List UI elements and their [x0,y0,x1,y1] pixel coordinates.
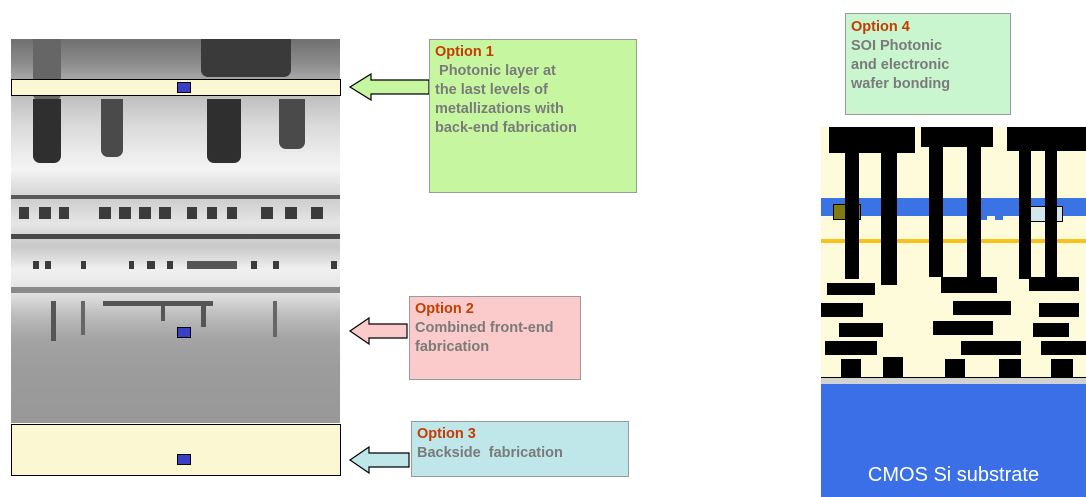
metal-line [933,321,993,335]
metal-line [961,341,1021,355]
option-3-title: Option 3 [417,426,476,442]
cmos-cross-section-micrograph [11,39,340,423]
metal-line [821,303,863,317]
metal-block [187,261,237,269]
metal-line [1039,303,1079,317]
option-3-callout: Option 3 Backside fabrication [411,421,629,477]
metal-via [1019,149,1031,279]
waveguide-notch [995,215,1003,220]
metal-block [147,261,155,269]
metal-block [273,261,279,269]
metal-block [51,301,56,341]
option-4-desc-line: wafer bonding [851,76,951,92]
option-2-desc-line: fabrication [415,339,490,355]
option-3-desc-line: Backside fabrication [417,445,563,461]
option-1-desc-line: Photonic layer at [435,63,556,79]
option-1-desc-line: the last levels of [435,82,548,98]
metal-block [201,301,206,327]
photonic-device-marker [177,454,191,465]
metal-block [99,207,111,219]
metal-via [881,151,897,285]
metal-line [999,359,1021,377]
metal-block [159,207,171,219]
device-layer [821,377,1086,384]
metal-block [39,207,51,219]
via [207,99,241,163]
top-metal [829,127,915,153]
metal-block [129,261,134,269]
metal-block [33,261,39,269]
option-4-desc-line: SOI Photonic [851,38,943,54]
metal-via [967,145,981,277]
option-1-title: Option 1 [435,44,494,60]
option-2-desc-line: Combined front-end [415,320,554,336]
arrow-option-2 [348,316,408,346]
photonic-device-marker [177,82,191,93]
metal-line [1029,277,1079,291]
option-2-callout: Option 2 Combined front-end fabrication [409,296,581,380]
metal-line [11,234,340,239]
via [101,99,123,157]
metal-block [261,207,273,219]
option-1-callout: Option 1 Photonic layer at the last leve… [429,39,637,193]
metal-via [1045,149,1057,277]
metal-line [953,301,1011,315]
metal-block [273,301,277,337]
metal-block [139,207,151,219]
metal-line [841,359,861,377]
metal-line [839,323,883,337]
top-crop-edge [0,0,1086,3]
option-4-callout: Option 4 SOI Photonic and electronic waf… [845,13,1011,115]
photonic-layer-option-1 [11,79,341,96]
option-1-desc-line: metallizations with [435,101,564,117]
via [33,99,61,163]
metal-block [207,207,217,219]
metal-block [161,301,165,321]
metal-block [119,207,131,219]
metal-line [1041,341,1086,355]
metal-line [825,341,877,355]
waveguide-notch [979,215,987,220]
option-4-desc-line: and electronic [851,57,950,73]
top-metal [1007,127,1086,151]
photonic-device-marker [177,327,191,338]
metal-block [103,301,213,306]
bonding-interface [821,239,1086,243]
metal-line [11,287,340,293]
metal-line [945,359,965,377]
metal-via [929,145,943,277]
metal-via [845,151,859,279]
metal-block [285,207,297,219]
substrate [821,384,1086,497]
metal-block [167,261,173,269]
metal-line [941,277,997,293]
soi-bonding-schematic: CMOS Si substrate [821,127,1086,497]
metal-block [187,207,197,219]
arrow-option-1 [348,72,430,102]
option-2-title: Option 2 [415,301,474,317]
metal-block [81,301,85,335]
metal-block [331,261,337,269]
metal-block [19,207,29,219]
metal-block [45,261,51,269]
metal-line [1033,323,1069,337]
metal-block [227,207,237,219]
metal-line [1051,359,1073,377]
metal-block [59,207,69,219]
arrow-option-3 [348,445,410,475]
top-metal [921,127,993,147]
metal-block [81,261,86,269]
via [201,39,291,77]
substrate-label: CMOS Si substrate [867,464,1040,486]
option-1-desc-line: back-end fabrication [435,120,577,136]
via [279,99,305,149]
metal-line [11,195,340,199]
option-4-title: Option 4 [851,19,910,35]
metal-line [827,283,875,295]
metal-line [883,357,903,379]
backside-layer-option-3 [11,424,341,476]
metal-block [251,261,257,269]
metal-block [311,207,323,219]
